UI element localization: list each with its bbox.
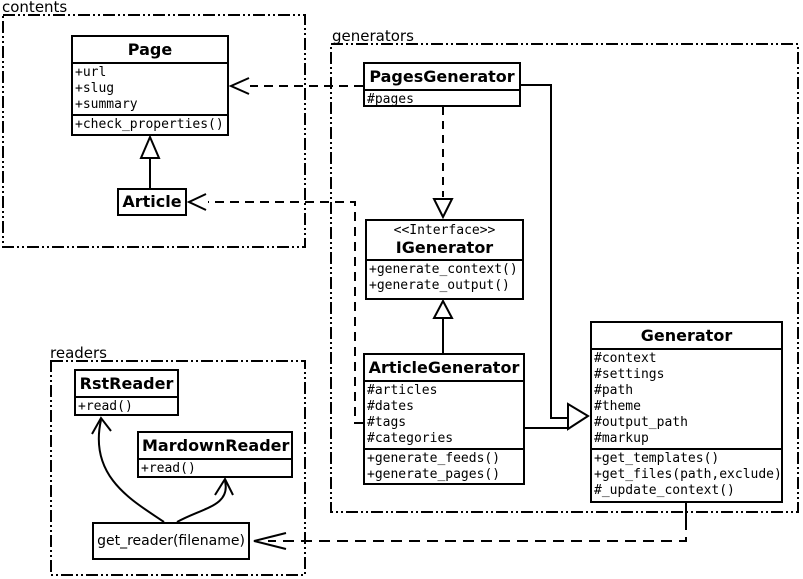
dependency-arrow-articlegenerator-to-article <box>208 201 363 424</box>
package-generators-border <box>330 43 799 513</box>
method: +generate_feeds() <box>367 451 501 466</box>
method: +read() <box>141 461 196 476</box>
class-title-text: IGenerator <box>395 238 494 257</box>
dependency-arrow-generator-to-getreader <box>268 519 687 542</box>
method: #_update_context() <box>594 483 735 498</box>
open-arrowhead-page <box>228 77 250 95</box>
interface-stereotype: <<Interface>> <box>393 223 496 238</box>
class-methods-igenerator: +generate_context()+generate_output() <box>367 261 522 295</box>
method: +generate_output() <box>369 278 510 293</box>
attribute: +slug <box>75 81 115 96</box>
method: +generate_pages() <box>367 467 501 482</box>
attribute: #dates <box>367 399 414 414</box>
class-title-articlegenerator: ArticleGenerator <box>365 355 523 382</box>
class-attributes-page: +url+slug+summary <box>73 64 227 116</box>
class-box-article: Article <box>117 188 187 216</box>
attribute: #output_path <box>594 415 688 430</box>
class-methods-generator: +get_templates()+get_files(path,exclude)… <box>592 450 781 500</box>
package-readers-border <box>50 360 306 576</box>
class-attributes-generator: #context#settings#path#theme#output_path… <box>592 350 781 450</box>
class-methods-articlegenerator: +generate_feeds()+generate_pages() <box>365 450 523 484</box>
open-arrowhead-getreader <box>253 532 287 550</box>
class-title-igenerator: <<Interface>> IGenerator <box>367 221 522 261</box>
class-methods-rstreader: +read() <box>76 398 177 416</box>
class-box-pagesgenerator: PagesGenerator #pages <box>363 62 521 107</box>
function-box-get-reader: get_reader(filename) <box>92 522 250 560</box>
attribute: +url <box>75 65 107 80</box>
attribute: #path <box>594 383 634 398</box>
method: +read() <box>78 399 133 414</box>
class-box-articlegenerator: ArticleGenerator #articles#dates#tags#ca… <box>363 353 525 485</box>
method: +check_properties() <box>75 117 224 132</box>
class-title-mardownreader: MardownReader <box>139 433 291 460</box>
class-box-igenerator: <<Interface>> IGenerator +generate_conte… <box>365 219 524 300</box>
attribute: #settings <box>594 367 665 382</box>
class-box-generator: Generator #context#settings#path#theme#o… <box>590 321 783 503</box>
attribute: #context <box>594 351 657 366</box>
class-box-mardownreader: MardownReader +read() <box>137 431 293 478</box>
attribute: #categories <box>367 431 454 446</box>
arrow-getreader-to-rstreader <box>97 419 165 523</box>
attribute: +summary <box>75 97 138 112</box>
class-attributes-pagesgenerator: #pages <box>365 91 519 109</box>
class-title-page: Page <box>73 37 227 64</box>
open-arrowhead-article <box>186 193 207 211</box>
method: +get_templates() <box>594 451 720 466</box>
arrow-getreader-to-mardownreader <box>176 480 227 523</box>
attribute: #tags <box>367 415 407 430</box>
inheritance-triangle-generator <box>567 402 590 431</box>
attribute: #pages <box>367 92 414 107</box>
attribute: #markup <box>594 431 649 446</box>
class-title-article: Article <box>122 192 182 211</box>
method: +generate_context() <box>369 262 518 277</box>
class-title-rstreader: RstReader <box>76 371 177 398</box>
inheritance-triangle-page <box>139 134 161 159</box>
class-title-pagesgenerator: PagesGenerator <box>365 64 519 91</box>
package-label-readers: readers <box>50 344 107 362</box>
realization-triangle-igenerator <box>432 198 454 220</box>
attribute: #theme <box>594 399 641 414</box>
arrowhead-mardownreader <box>214 476 234 496</box>
class-methods-page: +check_properties() <box>73 116 227 134</box>
class-box-page: Page +url+slug+summary +check_properties… <box>71 35 229 136</box>
package-contents-border <box>2 14 306 248</box>
class-methods-mardownreader: +read() <box>139 460 291 478</box>
method: +get_files(path,exclude) <box>594 467 781 482</box>
class-title-generator: Generator <box>592 323 781 350</box>
package-label-generators: generators <box>332 27 414 45</box>
package-label-contents: contents <box>2 0 68 16</box>
attribute: #articles <box>367 383 438 398</box>
class-box-rstreader: RstReader +read() <box>74 369 179 416</box>
class-attributes-articlegenerator: #articles#dates#tags#categories <box>365 382 523 450</box>
arrowhead-rstreader <box>91 416 112 435</box>
inheritance-triangle-igenerator <box>432 298 454 319</box>
inheritance-line-pagesgenerator-to-generator <box>520 84 568 419</box>
